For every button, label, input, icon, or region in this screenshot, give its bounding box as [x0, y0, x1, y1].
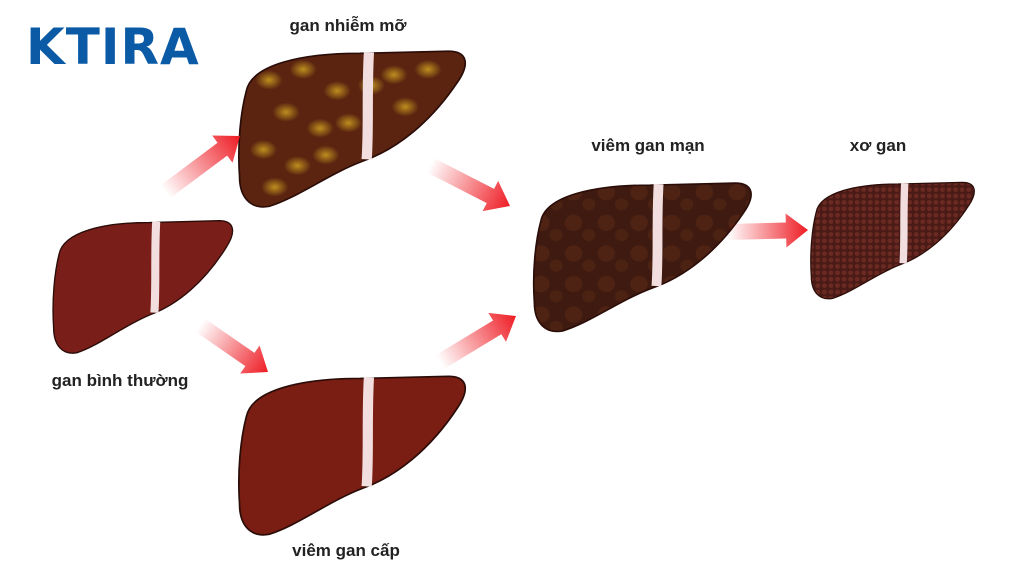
liver-normal: [52, 220, 234, 354]
arrow-fatty-to-chronic: [426, 157, 511, 212]
liver-chronic: [532, 182, 752, 333]
ligament: [651, 183, 664, 287]
label-fatty-liver: gan nhiễm mỡ: [289, 16, 407, 35]
liver-fatty: [237, 50, 467, 208]
ktira-logo: KTIRA: [26, 18, 200, 76]
ligament: [150, 221, 161, 313]
liver-acute: [237, 375, 467, 536]
label-normal-liver: gan bình thường: [51, 371, 189, 390]
label-chronic-hepatitis: viêm gan mạn: [591, 136, 705, 155]
ligament: [361, 377, 375, 487]
arrow-normal-to-fatty: [160, 135, 240, 199]
liver-cirrhosis: [810, 181, 975, 300]
label-cirrhosis: xơ gan: [849, 136, 907, 155]
arrow-acute-to-chronic: [435, 312, 516, 369]
label-acute-hepatitis: viêm gan cấp: [292, 541, 400, 560]
ligament: [899, 183, 909, 264]
arrow-chronic-to-cirrhosis: [727, 213, 809, 248]
ligament: [361, 52, 375, 160]
arrow-normal-to-acute: [195, 318, 269, 374]
fat-deposits: [249, 59, 442, 197]
